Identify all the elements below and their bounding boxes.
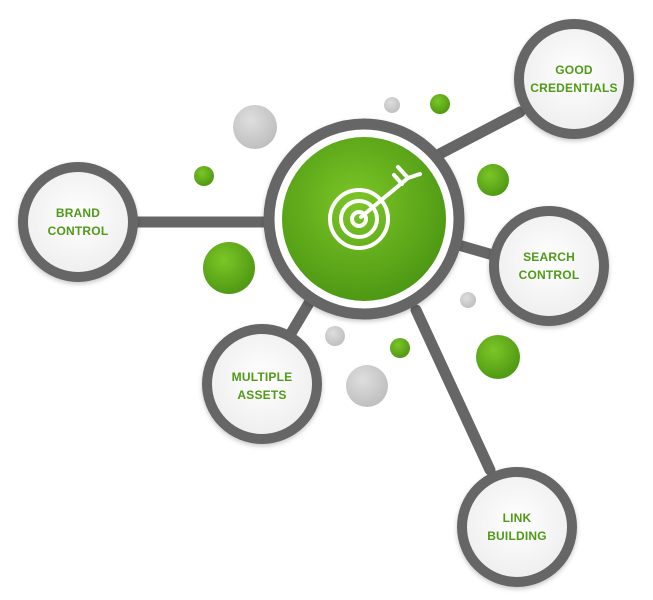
- node-search-control: SEARCH CONTROL: [489, 206, 609, 326]
- gray-dot: [384, 97, 400, 113]
- node-label-line2: CONTROL: [519, 268, 580, 282]
- green-dot: [194, 166, 214, 186]
- node-label-line1: MULTIPLE: [232, 370, 293, 384]
- node-brand-control: BRAND CONTROL: [18, 162, 138, 282]
- green-dot: [390, 338, 410, 358]
- node-label-line1: SEARCH: [523, 250, 575, 264]
- node-good-credentials: GOOD CREDENTIALS: [514, 19, 634, 139]
- gray-dot: [346, 365, 388, 407]
- connector-multiple-assets: [284, 292, 318, 341]
- connector-link-building: [410, 304, 496, 476]
- target-arrow-icon: [328, 165, 422, 250]
- node-label-line2: ASSETS: [237, 388, 286, 402]
- node-link-building: LINK BUILDING: [457, 467, 577, 587]
- node-label-line2: CREDENTIALS: [530, 81, 618, 95]
- decorative-dots: [194, 94, 520, 407]
- gray-dot: [325, 326, 345, 346]
- gray-dot: [460, 292, 476, 308]
- node-label-line1: GOOD: [555, 63, 593, 77]
- green-dot: [476, 335, 520, 379]
- node-label-line2: BUILDING: [487, 529, 547, 543]
- node-label-line2: CONTROL: [48, 224, 109, 238]
- gray-dot: [233, 105, 277, 149]
- node-label-line1: BRAND: [56, 206, 100, 220]
- green-dot: [477, 164, 509, 196]
- node-multiple-assets: MULTIPLE ASSETS: [202, 324, 322, 444]
- green-dot: [430, 94, 450, 114]
- center-hub: [263, 118, 465, 320]
- green-dot: [203, 242, 255, 294]
- connector-good-credentials: [422, 106, 526, 166]
- node-label-line1: LINK: [503, 511, 532, 525]
